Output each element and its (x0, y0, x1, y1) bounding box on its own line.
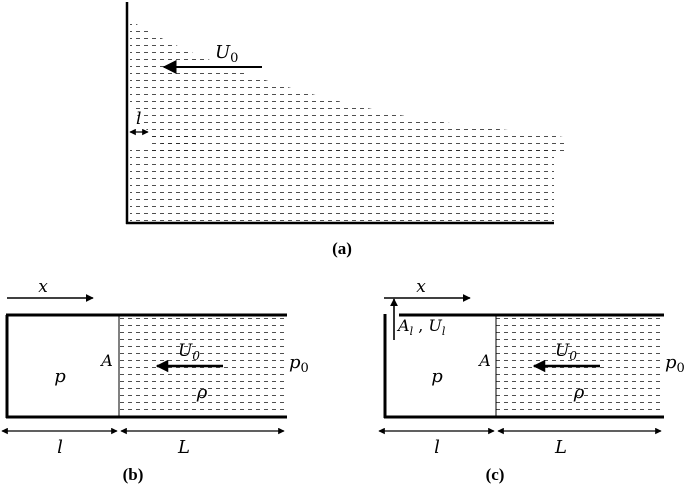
panel-b-density-label: ρ (196, 382, 208, 403)
panel-a-water-bottom (130, 150, 554, 222)
panel-b-outlet-pressure-label: p0 (289, 352, 309, 376)
panel-a-water-gap-fill (148, 132, 198, 152)
panel-c-caption: (c) (486, 465, 505, 484)
panel-a-gap-label: l (136, 109, 141, 129)
panel-b-pressure-label: p (54, 366, 66, 387)
panel-c-area-label: A (477, 351, 491, 370)
panel-a-caption: (a) (332, 239, 352, 258)
panel-c-outlet-pressure-label: p0 (665, 352, 685, 376)
panel-c-velocity-label: U0 (555, 341, 577, 363)
panel-c-x-label: x (416, 277, 426, 297)
panel-b-length-label: L (177, 437, 190, 458)
panel-a-velocity-label: U0 (215, 42, 238, 66)
panel-c-pressure-label: p (431, 366, 443, 387)
panel-b-velocity-label: U0 (178, 341, 200, 363)
panel-c: x Al , Ul p A U0 ρ p0 l L (c) (378, 277, 685, 484)
panel-c-density-label: ρ (573, 382, 585, 403)
panel-b-gap-label: l (57, 437, 63, 458)
panel-b-area-label: A (99, 351, 113, 370)
panel-b-x-label: x (38, 277, 48, 297)
panel-c-length-label: L (554, 437, 567, 458)
panel-a: U0 l (a) (125, 2, 568, 258)
panel-b-caption: (b) (123, 465, 144, 484)
panel-b: x p A U0 ρ p0 l L (b) (1, 277, 309, 484)
panel-a-water-top (127, 18, 568, 153)
panel-c-leak-label: Al , Ul (396, 316, 446, 338)
panel-c-gap-label: l (434, 437, 440, 458)
